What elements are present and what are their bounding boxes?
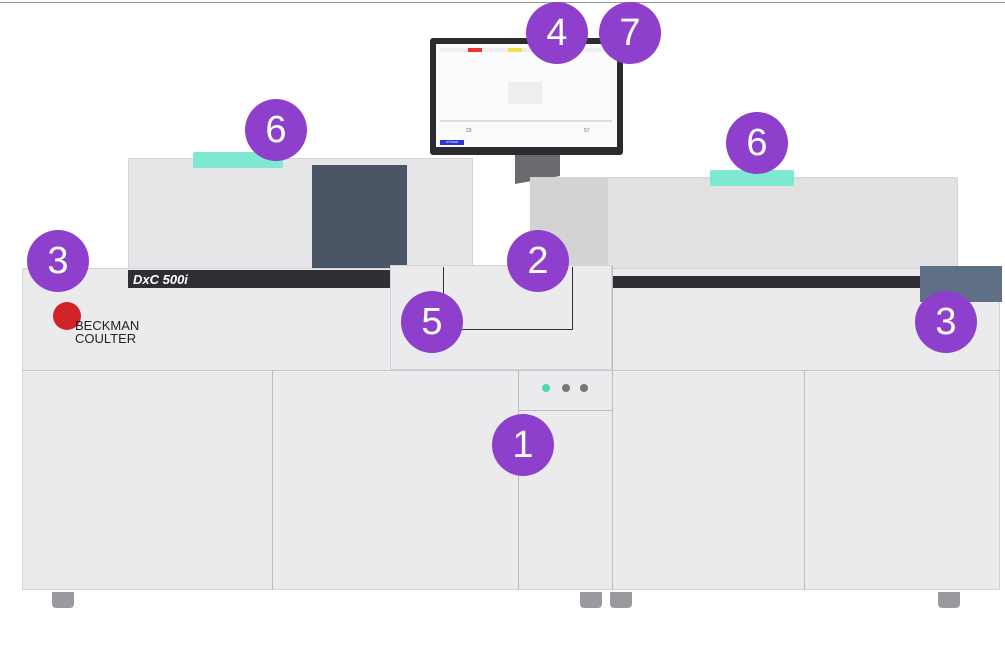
callout-7: 7: [599, 2, 661, 64]
indicator-light: [580, 384, 588, 392]
screen-left-count: 23: [466, 128, 472, 134]
callout-5: 5: [401, 291, 463, 353]
screen-right-count: 57: [584, 128, 590, 134]
left-shelf: [128, 270, 390, 288]
brand-logo-icon: [53, 302, 81, 330]
callout-2: 2: [507, 230, 569, 292]
indicator-light: [562, 384, 570, 392]
right-shelf: [612, 276, 922, 288]
callout-3-right: 3: [915, 291, 977, 353]
brand-line2: COULTER: [75, 331, 137, 346]
callout-3-left: 3: [27, 230, 89, 292]
callout-6-left: 6: [245, 99, 307, 161]
monitor: 23 57 SYSTEM: [430, 38, 623, 155]
brand-line1: BECKMAN: [75, 318, 140, 333]
left-upper-module: [128, 158, 473, 270]
top-divider: [0, 2, 1005, 3]
callout-6-right: 6: [726, 112, 788, 174]
monitor-screen: 23 57 SYSTEM: [436, 44, 617, 147]
model-label: DxC 500i: [133, 272, 188, 287]
power-indicator-light: [542, 384, 550, 392]
callout-1: 1: [492, 414, 554, 476]
callout-4: 4: [526, 2, 588, 64]
cabinet-divider: [22, 370, 1000, 371]
screen-system-button: SYSTEM: [440, 140, 464, 145]
right-status-light: [710, 170, 794, 186]
left-dark-window: [312, 165, 407, 268]
